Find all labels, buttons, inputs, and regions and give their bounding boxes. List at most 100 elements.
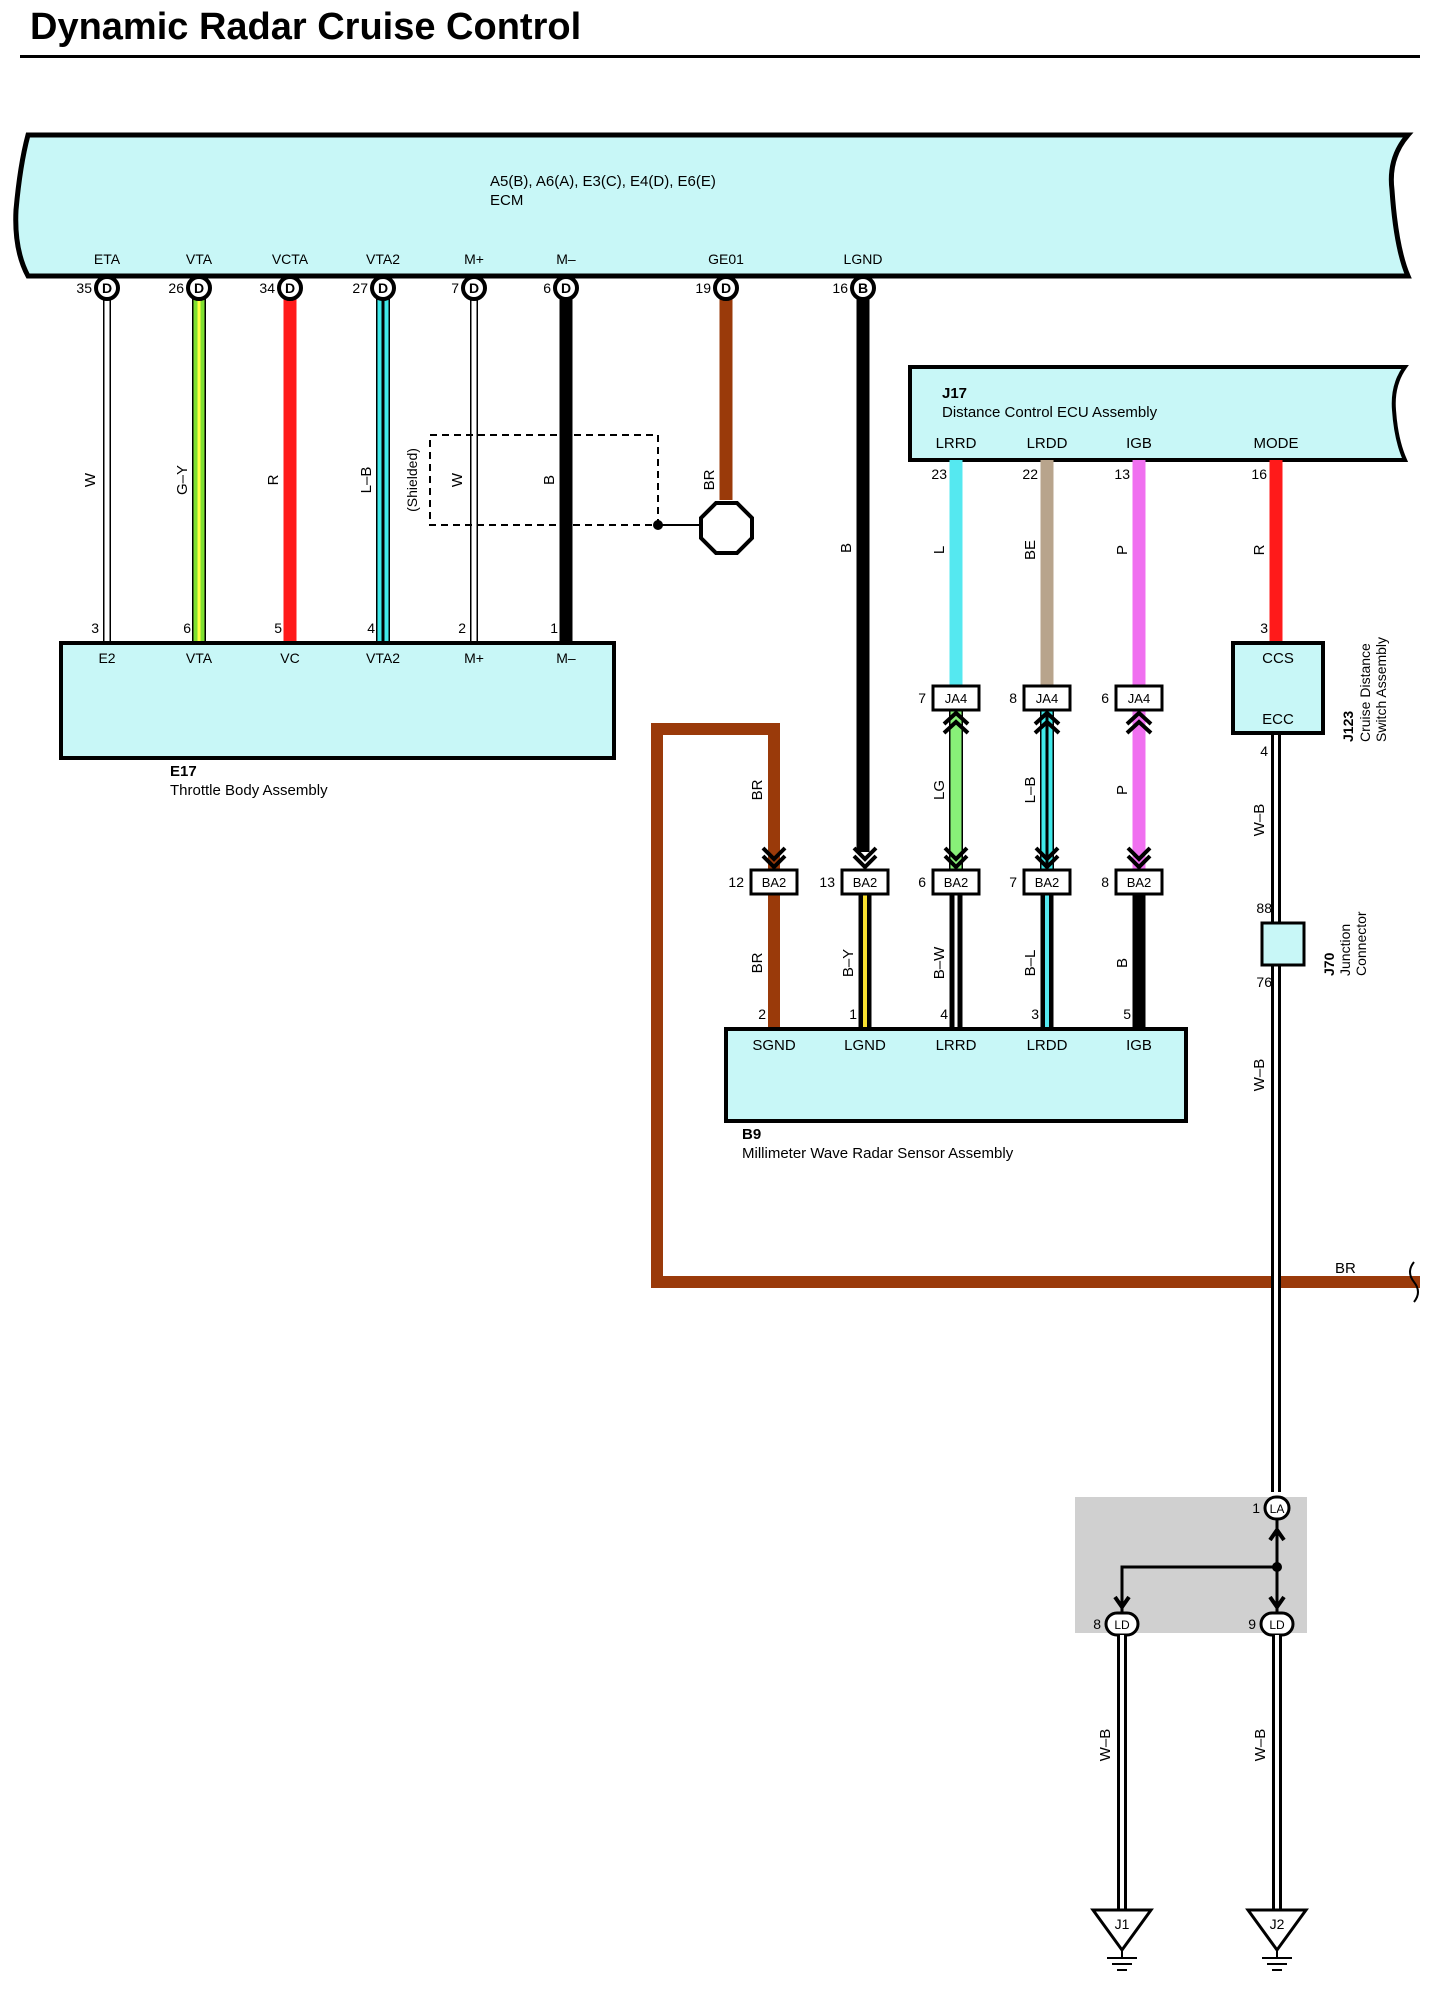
wire-sgnd-mid[interactable] [651, 723, 1420, 1288]
radar-pin-sgnd-label: SGND [752, 1037, 796, 1054]
throttle-name: Throttle Body Assembly [170, 782, 328, 799]
ecm-pin-mminus-socket[interactable]: D 6 [543, 275, 579, 301]
switch-pin-ccs-num: 3 [1260, 620, 1268, 636]
wire-ground-right-color: W–B [1252, 1729, 1269, 1762]
throttle-pin-vta-num: 6 [183, 620, 191, 636]
dce-pin-lrdd-label: LRDD [1027, 435, 1068, 452]
ba2-lgnd-conn: BA2 [853, 875, 878, 890]
ecm-pin-vta-socket[interactable]: D 26 [168, 275, 212, 301]
ecm-pin-ge01-label: GE01 [708, 251, 744, 267]
radar-pin-lgnd-num: 1 [849, 1006, 857, 1022]
wire-ground-left-color: W–B [1097, 1729, 1114, 1762]
switch-code: J123 [1340, 711, 1356, 742]
distance-control-ecu-component[interactable] [908, 365, 1409, 462]
la-connector[interactable]: LA 1 [1252, 1495, 1291, 1521]
ground-j2-symbol[interactable]: J2 [1245, 1908, 1309, 1971]
ecm-pin-vta2-socket[interactable]: D 27 [352, 275, 396, 301]
ecm-pin-mplus-socket[interactable]: D 7 [451, 275, 487, 301]
radar-sensor-component[interactable] [724, 1027, 1188, 1123]
radar-pin-lrdd-label: LRDD [1027, 1037, 1068, 1054]
ecm-pin-vcta-socket[interactable]: D 34 [259, 275, 303, 301]
ja4-lrdd-num: 8 [1009, 690, 1017, 706]
throttle-pin-mminus-label: M– [556, 650, 576, 666]
wire-vta2-color: L–B [358, 467, 375, 494]
junction-name-line1: Junction [1337, 924, 1353, 976]
ecm-pin-vcta-conn: D [285, 280, 295, 296]
junction-code: J70 [1321, 952, 1337, 976]
ba2-connector-igb[interactable]: BA2 8 [1101, 846, 1164, 896]
throttle-code: E17 [170, 763, 197, 780]
junction-connector-component[interactable] [1260, 921, 1306, 967]
ground-j1-symbol[interactable]: J1 [1090, 1908, 1154, 1971]
cruise-distance-switch-component[interactable] [1231, 641, 1325, 735]
ba2-lgnd-num: 13 [819, 874, 835, 890]
wire-mplus-color: W [449, 472, 466, 487]
ja4-connector-igb[interactable]: JA4 6 [1101, 684, 1164, 735]
switch-pin-ecc-label: ECC [1262, 711, 1294, 728]
ecm-connector-list: A5(B), A6(A), E3(C), E4(D), E6(E) [490, 173, 716, 190]
wire-ecc-wb-color-upper: W–B [1251, 804, 1268, 837]
ecm-pin-ge01-socket[interactable]: D 19 [695, 275, 739, 301]
ecm-pin-vta2-conn: D [378, 280, 388, 296]
ecm-pin-lgnd-num: 16 [832, 280, 848, 296]
page-title: Dynamic Radar Cruise Control [30, 6, 582, 48]
ecm-pin-ge01-num: 19 [695, 280, 711, 296]
ja4-connector-lrdd[interactable]: JA4 8 [1009, 684, 1072, 735]
ecm-pin-vcta-num: 34 [259, 280, 275, 296]
radar-pin-igb-label: IGB [1126, 1037, 1152, 1054]
ld-connector-right[interactable]: LD 9 [1248, 1611, 1295, 1637]
throttle-pin-mplus-num: 2 [458, 620, 466, 636]
radar-code: B9 [742, 1126, 761, 1143]
ja4-connector-lrrd[interactable]: JA4 7 [918, 684, 981, 735]
la-num: 1 [1252, 1500, 1260, 1516]
ecm-pin-mplus-num: 7 [451, 280, 459, 296]
wire-lrdd-lower-color: B–L [1022, 950, 1039, 977]
title-divider [20, 55, 1420, 58]
throttle-pin-e2-num: 3 [91, 620, 99, 636]
throttle-pin-mminus-num: 1 [550, 620, 558, 636]
ecm-pin-vcta-label: VCTA [272, 251, 309, 267]
junction-pin-in: 88 [1256, 900, 1272, 916]
ecm-pin-eta-num: 35 [76, 280, 92, 296]
ba2-igb-num: 8 [1101, 874, 1109, 890]
switch-name-line2: Switch Assembly [1373, 637, 1389, 742]
ld-right-conn: LD [1269, 1618, 1285, 1632]
ecm-pin-lgnd-socket[interactable]: B 16 [832, 275, 876, 301]
ja4-lrrd-conn: JA4 [945, 691, 967, 706]
radar-pin-igb-num: 5 [1123, 1006, 1131, 1022]
ja4-igb-conn: JA4 [1128, 691, 1150, 706]
ba2-connector-lrdd[interactable]: BA2 7 [1009, 846, 1072, 896]
junction-pin-out: 76 [1256, 974, 1272, 990]
shield-junction-dot [653, 520, 663, 530]
wire-mode-color: R [1251, 544, 1268, 555]
throttle-pin-vc-num: 5 [274, 620, 282, 636]
ground-junction-wiring [1113, 1519, 1286, 1613]
ba2-connector-lrrd[interactable]: BA2 6 [918, 846, 981, 896]
switch-pin-ccs-label: CCS [1262, 650, 1294, 667]
ld-connector-left[interactable]: LD 8 [1093, 1611, 1140, 1637]
dce-pin-lrrd-num: 23 [931, 466, 947, 482]
ld-left-num: 8 [1093, 1616, 1101, 1632]
ecm-pin-eta-socket[interactable]: D 35 [76, 275, 120, 301]
ecm-pin-eta-label: ETA [94, 251, 121, 267]
ecm-pin-mplus-label: M+ [464, 251, 484, 267]
dce-pin-lrrd-label: LRRD [936, 435, 977, 452]
ld-right-num: 9 [1248, 1616, 1256, 1632]
ba2-igb-conn: BA2 [1127, 875, 1152, 890]
ecm-pin-ge01-conn: D [721, 280, 731, 296]
ba2-connector-sgnd[interactable]: BA2 12 [728, 846, 799, 896]
radar-pin-sgnd-num: 2 [758, 1006, 766, 1022]
ecm-pin-lgnd-conn: B [858, 280, 868, 296]
dce-pin-mode-num: 16 [1251, 466, 1267, 482]
ecm-component[interactable] [13, 132, 1414, 279]
throttle-body-component[interactable] [59, 641, 616, 760]
wire-lrdd-mid-color: L–B [1022, 777, 1039, 804]
wire-br-right-color: BR [1335, 1260, 1356, 1277]
ba2-connector-lgnd[interactable]: BA2 13 [819, 846, 890, 896]
throttle-pin-e2-label: E2 [98, 650, 115, 666]
ecm-pin-vta2-label: VTA2 [366, 251, 400, 267]
wire-br-break-mark [1409, 1261, 1419, 1303]
dce-pin-mode-label: MODE [1254, 435, 1299, 452]
switch-pin-ecc-num: 4 [1260, 743, 1268, 759]
